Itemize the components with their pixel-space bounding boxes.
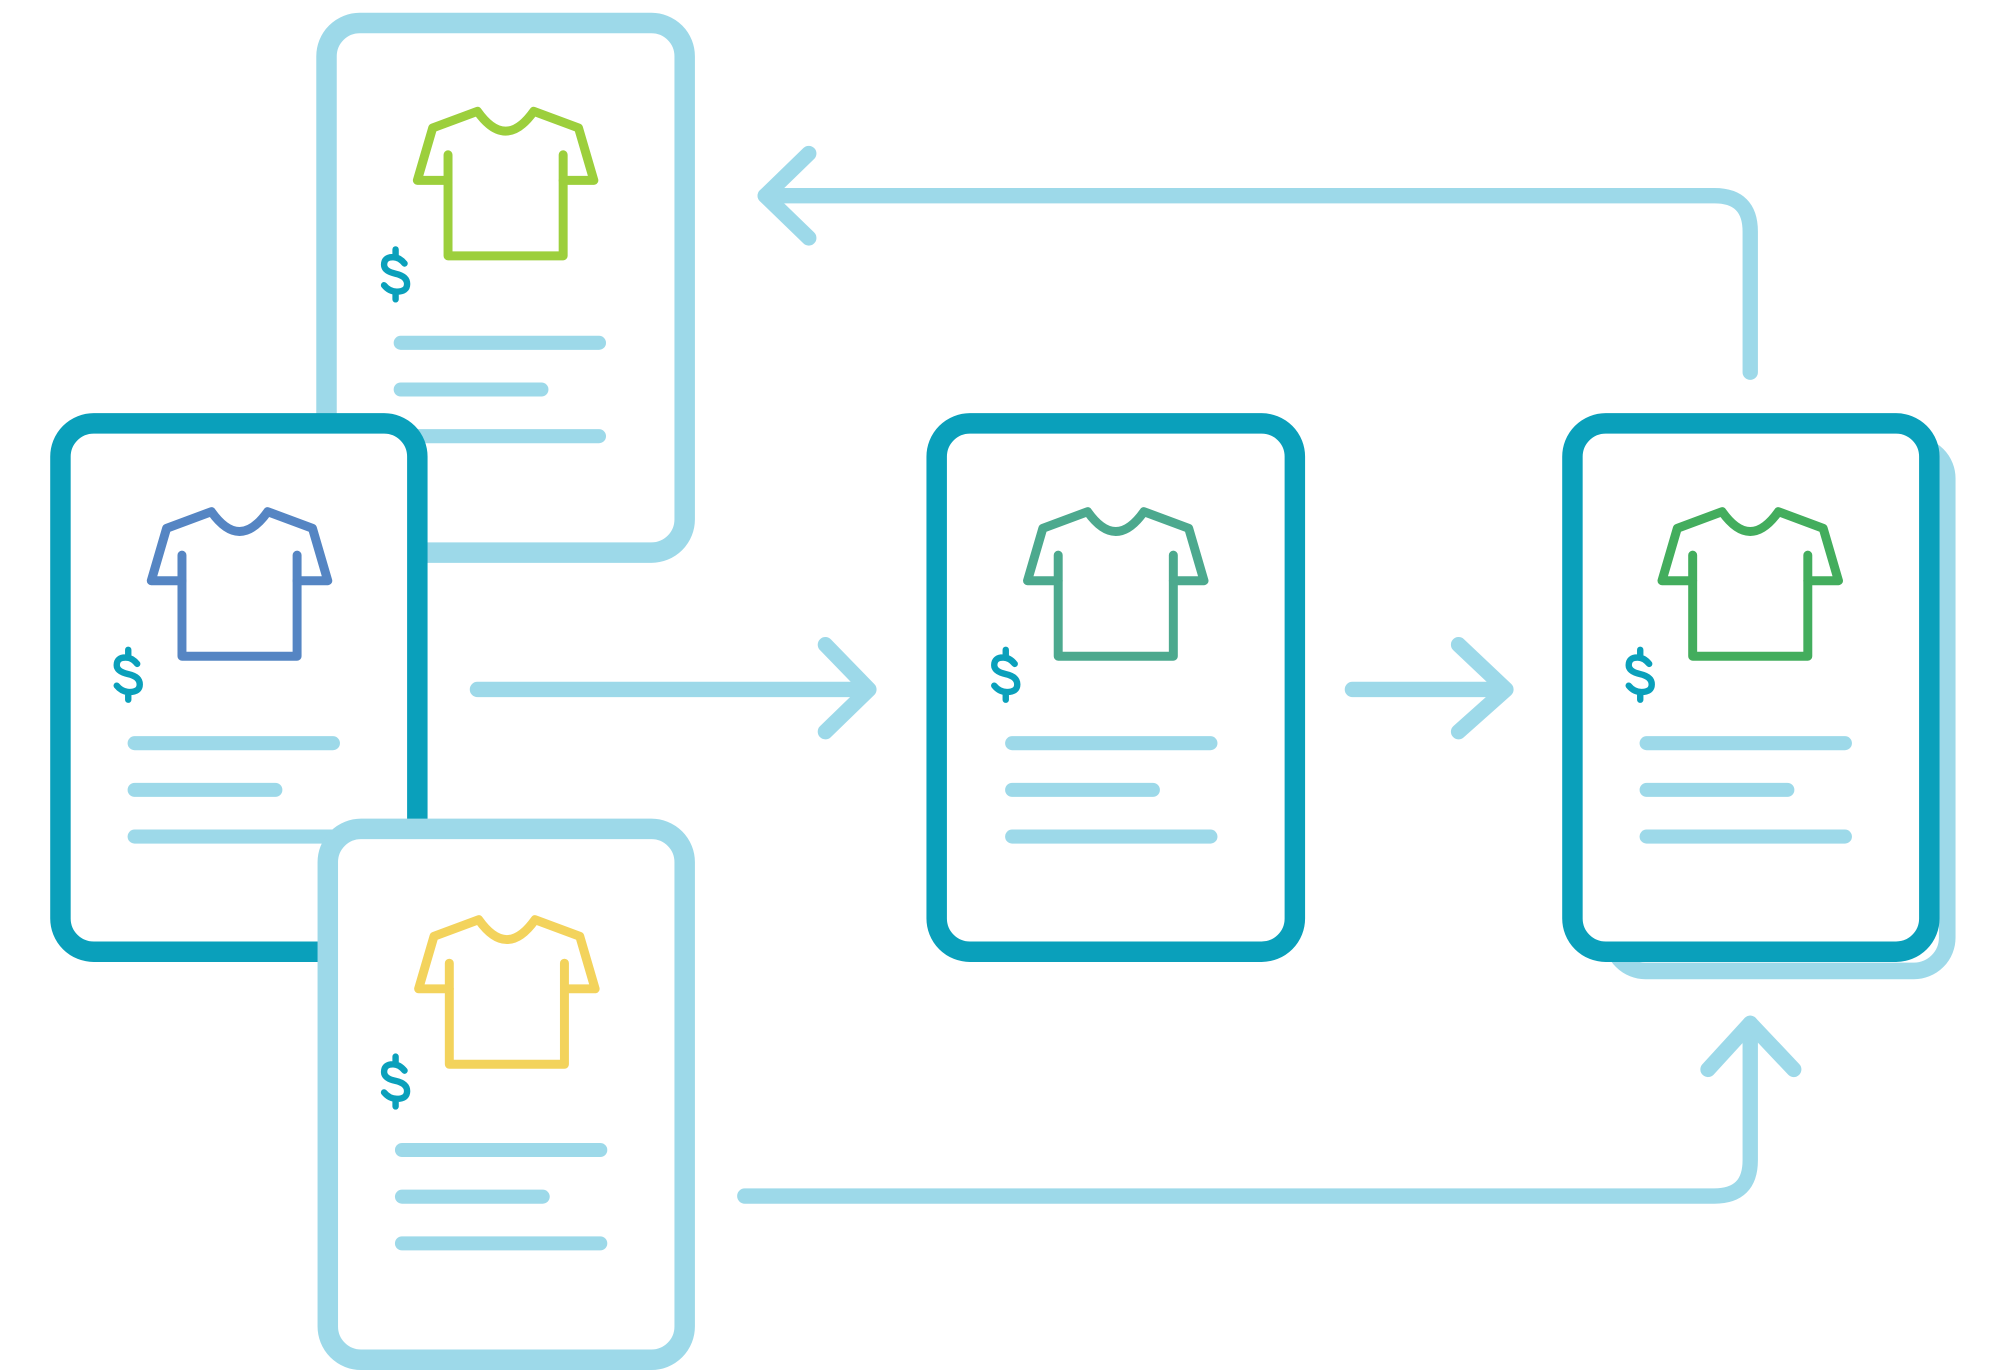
- text-lines: [1005, 736, 1218, 844]
- arrow-line: [737, 1015, 1758, 1204]
- dollar-glyph: [1625, 646, 1655, 703]
- tshirt-outline: [1023, 507, 1209, 661]
- dollar-glyph: [380, 246, 411, 303]
- arrow-left-icon: [757, 145, 817, 246]
- card-frame: [316, 12, 695, 563]
- card-frame: [1562, 413, 1940, 962]
- dollar-glyph: [113, 646, 143, 703]
- dollar-icon: [380, 246, 411, 303]
- tshirt-outline: [414, 915, 600, 1069]
- text-lines: [394, 1142, 608, 1251]
- dollar-icon: [991, 646, 1021, 703]
- card: [317, 818, 695, 1370]
- right-to-top-arrow: [757, 145, 1758, 380]
- tshirt-seam: [444, 958, 569, 994]
- card: [316, 12, 695, 563]
- tshirt-outline: [146, 507, 333, 661]
- text-lines: [1639, 736, 1852, 844]
- card-frame: [317, 818, 695, 1370]
- card: [1562, 413, 1940, 962]
- tshirt-outline: [1657, 507, 1843, 661]
- tshirt-icon: [146, 507, 333, 661]
- text-lines: [393, 335, 607, 444]
- arrow-right-icon: [1450, 637, 1514, 740]
- tshirt-icon: [1023, 507, 1209, 661]
- dollar-icon: [380, 1053, 411, 1110]
- arrow-up-icon: [1700, 1015, 1802, 1078]
- tshirt-outline: [412, 106, 599, 261]
- text-lines: [127, 736, 340, 844]
- arrow-line: [757, 188, 1758, 380]
- card: [926, 413, 1306, 962]
- tshirt-icon: [414, 915, 600, 1069]
- bottom-to-right-arrow: [737, 1015, 1802, 1204]
- tshirt-seam: [443, 150, 568, 185]
- tshirt-seam: [1688, 550, 1813, 586]
- dollar-icon: [1625, 646, 1655, 703]
- dollar-glyph: [380, 1053, 411, 1110]
- tshirt-seam: [1053, 550, 1178, 586]
- middle-to-right-arrow: [1344, 637, 1514, 740]
- tshirt-seam: [177, 550, 302, 586]
- card-frame: [926, 413, 1306, 962]
- tshirt-icon: [1657, 507, 1843, 661]
- card-frame: [50, 413, 428, 962]
- dollar-glyph: [991, 646, 1021, 703]
- card: [50, 413, 428, 962]
- left-to-middle-arrow: [469, 637, 877, 740]
- arrow-right-icon: [817, 637, 877, 740]
- tshirt-icon: [412, 106, 599, 261]
- dollar-icon: [113, 646, 143, 703]
